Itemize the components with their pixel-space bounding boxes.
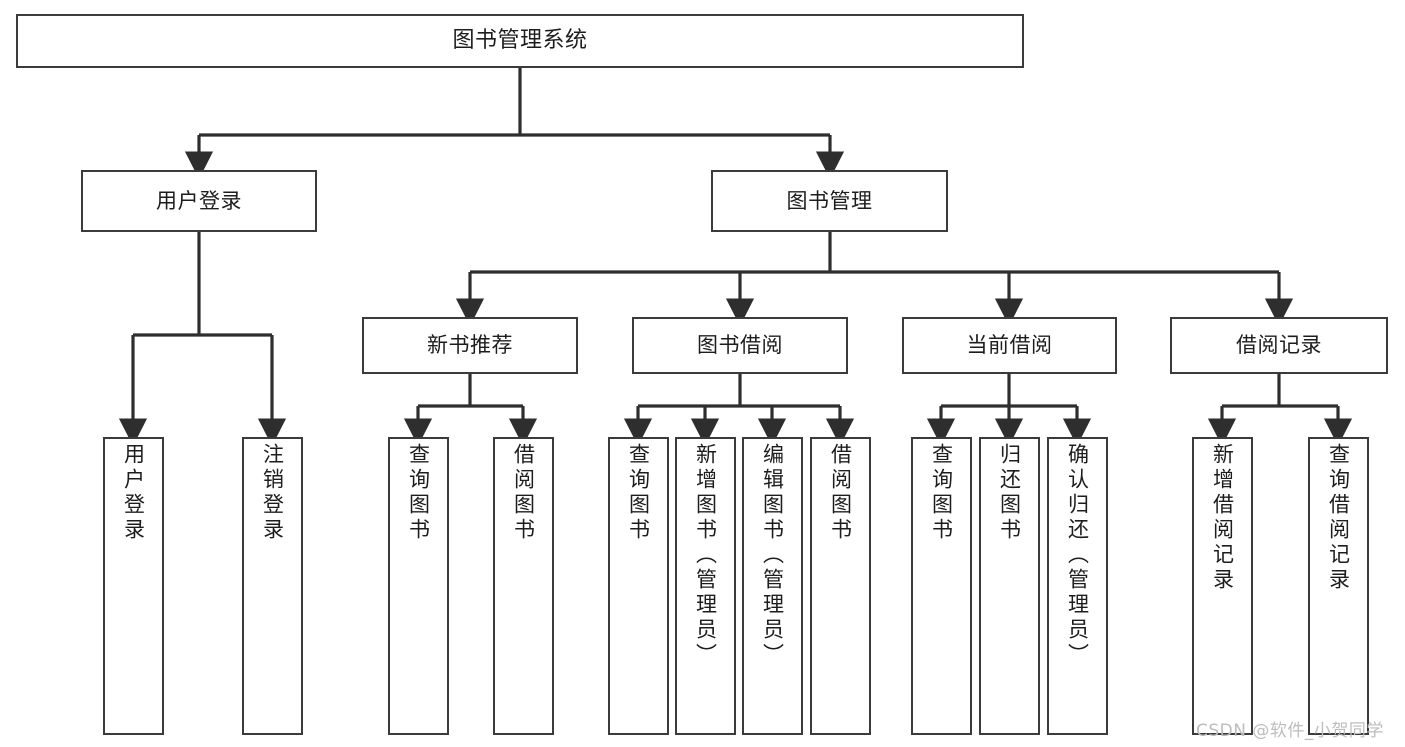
node-leaf-return-book[interactable]: 归还图书 (979, 437, 1040, 735)
node-leaf-add-record-label: 新增借阅记录 (1210, 443, 1235, 593)
node-book-borrow-label: 图书借阅 (697, 333, 783, 358)
node-leaf-edit-book[interactable]: 编辑图书（管理员） (742, 437, 803, 735)
node-leaf-borrow-book-2[interactable]: 借阅图书 (810, 437, 871, 735)
node-book-manage-label: 图书管理 (786, 188, 873, 213)
node-borrow-record[interactable]: 借阅记录 (1170, 317, 1388, 374)
node-leaf-borrow-book-2-label: 借阅图书 (828, 443, 853, 543)
csdn-watermark: CSDN @软件_小贺同学 (1196, 721, 1384, 741)
node-leaf-add-book-label: 新增图书（管理员） (693, 443, 718, 668)
node-borrow-record-label: 借阅记录 (1236, 333, 1322, 358)
node-book-manage[interactable]: 图书管理 (711, 170, 948, 232)
node-leaf-confirm-return[interactable]: 确认归还（管理员） (1047, 437, 1108, 735)
node-leaf-logout[interactable]: 注销登录 (242, 437, 303, 735)
node-leaf-borrow-book-1[interactable]: 借阅图书 (493, 437, 554, 735)
node-leaf-query-book-3[interactable]: 查询图书 (911, 437, 972, 735)
node-leaf-add-record[interactable]: 新增借阅记录 (1192, 437, 1253, 735)
node-leaf-query-book-1[interactable]: 查询图书 (388, 437, 449, 735)
node-leaf-query-record-label: 查询借阅记录 (1326, 443, 1351, 593)
node-leaf-query-book-2-label: 查询图书 (626, 443, 651, 543)
node-current-borrow[interactable]: 当前借阅 (902, 317, 1117, 374)
node-new-book-rec[interactable]: 新书推荐 (362, 317, 578, 374)
node-leaf-query-book-1-label: 查询图书 (406, 443, 431, 543)
node-leaf-query-book-3-label: 查询图书 (929, 443, 954, 543)
node-leaf-borrow-book-1-label: 借阅图书 (511, 443, 536, 543)
node-leaf-add-book[interactable]: 新增图书（管理员） (675, 437, 736, 735)
node-book-borrow[interactable]: 图书借阅 (632, 317, 848, 374)
node-leaf-query-record[interactable]: 查询借阅记录 (1308, 437, 1369, 735)
node-leaf-logout-label: 注销登录 (260, 443, 285, 543)
node-leaf-return-book-label: 归还图书 (997, 443, 1022, 543)
node-new-book-rec-label: 新书推荐 (427, 333, 513, 358)
node-leaf-user-login-label: 用户登录 (121, 443, 146, 543)
node-leaf-user-login[interactable]: 用户登录 (103, 437, 164, 735)
node-user-login-label: 用户登录 (156, 188, 242, 213)
node-leaf-query-book-2[interactable]: 查询图书 (608, 437, 669, 735)
node-user-login[interactable]: 用户登录 (81, 170, 317, 232)
node-root-label: 图书管理系统 (452, 28, 588, 54)
node-leaf-confirm-return-label: 确认归还（管理员） (1065, 443, 1090, 668)
node-current-borrow-label: 当前借阅 (966, 333, 1053, 358)
node-root[interactable]: 图书管理系统 (16, 14, 1024, 68)
node-leaf-edit-book-label: 编辑图书（管理员） (760, 443, 785, 668)
